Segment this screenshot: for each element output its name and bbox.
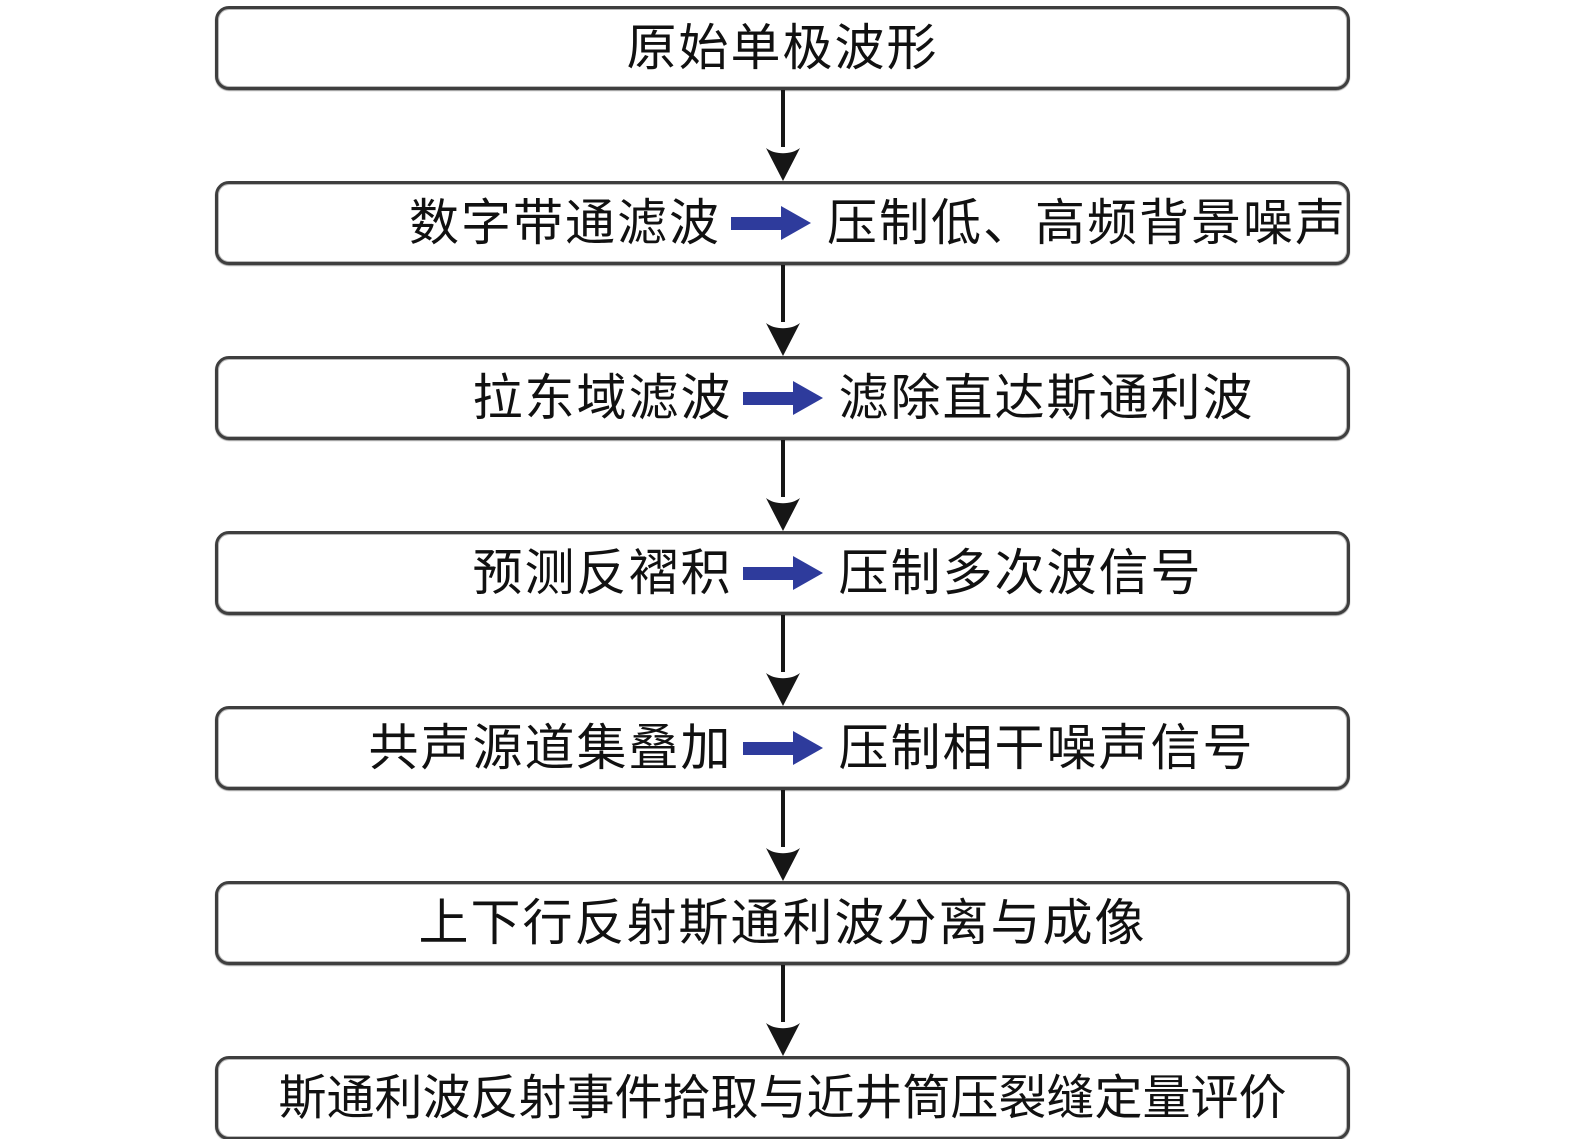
process-box-predictive-deconvolution: 预测反褶积 压制多次波信号 <box>215 531 1350 615</box>
process-box-original-waveform: 原始单极波形 <box>215 6 1350 90</box>
process-box-result: 滤除直达斯通利波 <box>838 369 1255 427</box>
down-arrow-icon <box>215 265 1350 356</box>
flowchart-column: 原始单极波形 数字带通滤波 压制低、高频背景噪声 拉东域滤波 <box>215 6 1350 1139</box>
process-box-result: 压制多次波信号 <box>838 544 1203 602</box>
down-arrowhead-icon <box>765 848 800 881</box>
process-box-radon-filter: 拉东域滤波 滤除直达斯通利波 <box>215 356 1350 440</box>
down-arrow-icon <box>215 440 1350 531</box>
process-box-result: 压制低、高频背景噪声 <box>827 194 1347 252</box>
down-arrow-icon <box>215 615 1350 706</box>
process-box-label: 拉东域滤波 <box>472 369 733 427</box>
process-box-label: 预测反褶积 <box>472 544 733 602</box>
process-box-wavefield-separation-imaging: 上下行反射斯通利波分离与成像 <box>215 881 1350 965</box>
process-box-label: 斯通利波反射事件拾取与近井筒压裂缝定量评价 <box>278 1070 1287 1126</box>
down-arrowhead-icon <box>765 673 800 706</box>
down-arrow-icon <box>215 965 1350 1056</box>
process-box-label: 原始单极波形 <box>626 19 939 77</box>
right-arrow-icon <box>742 381 823 415</box>
process-box-fracture-quantitative-evaluation: 斯通利波反射事件拾取与近井筒压裂缝定量评价 <box>215 1056 1350 1139</box>
process-box-label: 数字带通滤波 <box>409 194 721 252</box>
down-arrowhead-icon <box>765 148 800 181</box>
right-arrow-icon <box>731 206 811 240</box>
process-box-common-source-stack: 共声源道集叠加 压制相干噪声信号 <box>215 706 1350 790</box>
down-arrow-icon <box>215 90 1350 181</box>
process-box-label: 共声源道集叠加 <box>368 719 733 777</box>
right-arrow-icon <box>742 731 823 765</box>
process-box-result: 压制相干噪声信号 <box>838 719 1255 777</box>
down-arrowhead-icon <box>765 323 800 356</box>
process-box-label: 上下行反射斯通利波分离与成像 <box>418 894 1147 952</box>
process-box-bandpass-filter: 数字带通滤波 压制低、高频背景噪声 <box>215 181 1350 265</box>
right-arrow-icon <box>742 556 823 590</box>
down-arrow-icon <box>215 790 1350 881</box>
down-arrowhead-icon <box>765 1023 800 1056</box>
down-arrowhead-icon <box>765 498 800 531</box>
